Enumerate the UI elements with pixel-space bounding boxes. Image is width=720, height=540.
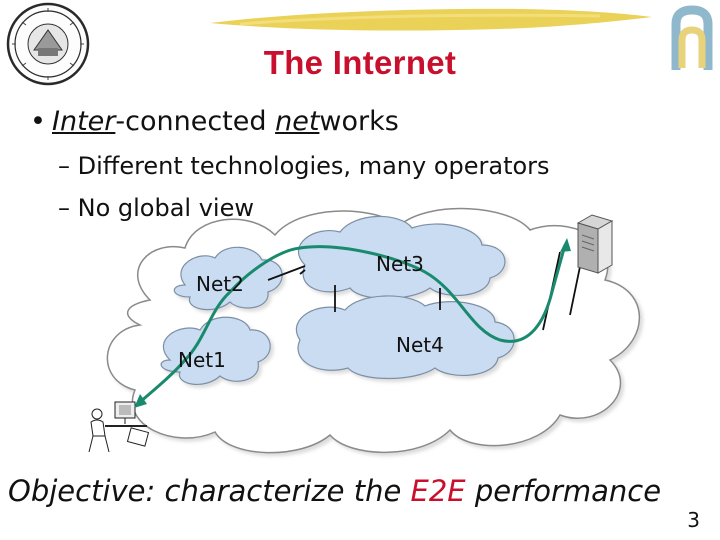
objective-statement: Objective: characterize the E2E performa… — [8, 474, 661, 508]
server-icon — [576, 214, 614, 274]
institute-logo-icon — [671, 5, 713, 70]
arrow-head-client — [134, 394, 147, 408]
net4-label: Net4 — [396, 333, 444, 357]
e2e-path — [139, 244, 567, 404]
net3-cloud — [297, 215, 506, 300]
user-workstation-icon — [88, 401, 150, 453]
page-title: The Internet — [263, 44, 457, 81]
objective-prefix: Objective: characterize the — [8, 474, 411, 508]
bullet-text-connected: -connected — [115, 106, 276, 137]
bullet-text-inter: Inter — [52, 106, 116, 137]
objective-highlight: E2E — [410, 474, 466, 508]
net4-cloud — [295, 295, 515, 380]
sub-bullet-technologies: – Different technologies, many operators — [58, 152, 550, 180]
bullet-text-net: net — [275, 106, 320, 137]
sub-bullet-no-global-view: – No global view — [58, 194, 254, 222]
bullet-text-works: works — [319, 106, 399, 137]
net3-label: Net3 — [376, 252, 424, 276]
objective-suffix: performance — [465, 474, 662, 508]
net1-label: Net1 — [178, 348, 226, 372]
arrow-head-server — [560, 238, 571, 252]
university-seal-icon — [6, 2, 90, 86]
bullet-dot-icon: • — [30, 106, 46, 137]
net2-label: Net2 — [196, 272, 244, 296]
net1-cloud — [160, 316, 271, 385]
decorative-brush-stroke — [210, 8, 652, 31]
header-decoration — [6, 2, 713, 86]
network-diagram — [88, 207, 641, 454]
page-number: 3 — [687, 508, 700, 532]
net2-cloud — [173, 246, 283, 311]
main-bullet: •Inter-connected networks — [30, 106, 399, 137]
